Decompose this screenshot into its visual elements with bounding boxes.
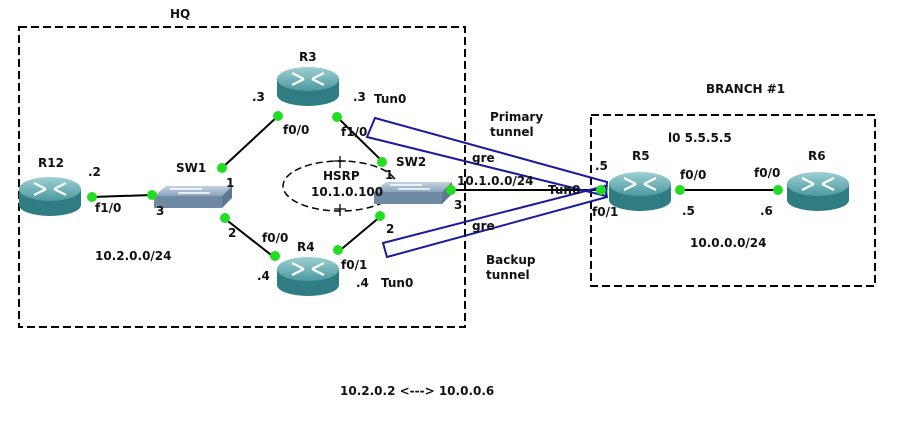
sw2-port1: 1	[385, 168, 393, 182]
link-r3-sw2	[335, 115, 384, 163]
r5-loopback: l0 5.5.5.5	[668, 131, 732, 145]
branch-subnet: 10.0.0.0/24	[690, 236, 767, 250]
r5-ip-right: .5	[682, 204, 695, 218]
primary-tunnel-label-2: tunnel	[490, 125, 534, 139]
hsrp-ip: 10.1.0.100	[311, 185, 383, 199]
hq-zone	[18, 26, 466, 328]
r3-name: R3	[299, 50, 317, 64]
r4-tunnel: Tun0	[381, 276, 413, 290]
hq-subnet: 10.2.0.0/24	[95, 249, 172, 263]
caption: 10.2.0.2 <---> 10.0.0.6	[340, 384, 494, 398]
backup-tunnel-label-2: tunnel	[486, 268, 530, 282]
sw1-port2: 2	[228, 226, 236, 240]
backup-tunnel-label-1: Backup	[486, 253, 536, 267]
primary-tunnel-label-1: Primary	[490, 110, 543, 124]
r6-name: R6	[808, 149, 826, 163]
r4-name: R4	[297, 240, 315, 254]
sw1-port3: 3	[156, 204, 164, 218]
sw2-port3: 3	[454, 198, 462, 212]
r5-tunnel: Tun0	[548, 183, 580, 197]
r12-ip: .2	[88, 165, 101, 179]
hq-zone-label: HQ	[170, 7, 190, 21]
router-r6[interactable]	[785, 170, 851, 213]
r3-ip-left: .3	[252, 90, 265, 104]
r3-ip-right: .3	[353, 90, 366, 104]
gre-primary: gre	[472, 151, 495, 165]
r12-if: f1/0	[95, 201, 121, 215]
r3-f00: f0/0	[283, 123, 309, 137]
sw2-name: SW2	[396, 155, 426, 169]
sw2-port2: 2	[386, 222, 394, 236]
r3-tunnel: Tun0	[374, 92, 406, 106]
r12-name: R12	[38, 156, 64, 170]
gre-backup: gre	[472, 219, 495, 233]
link-sw1-r4	[223, 217, 276, 259]
switch-sw2[interactable]	[373, 181, 453, 205]
branch-zone-label: BRANCH #1	[706, 82, 785, 96]
r5-ip-left: .5	[595, 159, 608, 173]
router-r4[interactable]	[275, 255, 341, 298]
r5-name: R5	[632, 149, 650, 163]
links	[91, 115, 778, 259]
router-r3[interactable]	[275, 65, 341, 108]
r4-f00: f0/0	[262, 231, 288, 245]
r6-f00: f0/0	[754, 166, 780, 180]
r3-f10: f1/0	[341, 125, 367, 139]
port-dots	[87, 111, 783, 261]
r4-ip-right: .4	[356, 276, 369, 290]
backup-tunnel	[381, 184, 609, 259]
r6-ip: .6	[760, 204, 773, 218]
r4-f01: f0/1	[341, 258, 367, 272]
transit-subnet: 10.1.0.0/24	[457, 174, 534, 188]
router-r12[interactable]	[17, 175, 83, 218]
link-sw1-r3	[221, 115, 279, 169]
r5-f00: f0/0	[680, 168, 706, 182]
r5-f01: f0/1	[592, 205, 618, 219]
sw1-name: SW1	[176, 161, 206, 175]
hsrp-title: HSRP	[323, 169, 360, 183]
link-sw2-r4	[337, 215, 382, 253]
r4-ip-left: .4	[257, 269, 270, 283]
link-r12-sw1	[91, 194, 153, 198]
sw1-port1: 1	[226, 176, 234, 190]
switch-sw1[interactable]	[153, 185, 233, 209]
